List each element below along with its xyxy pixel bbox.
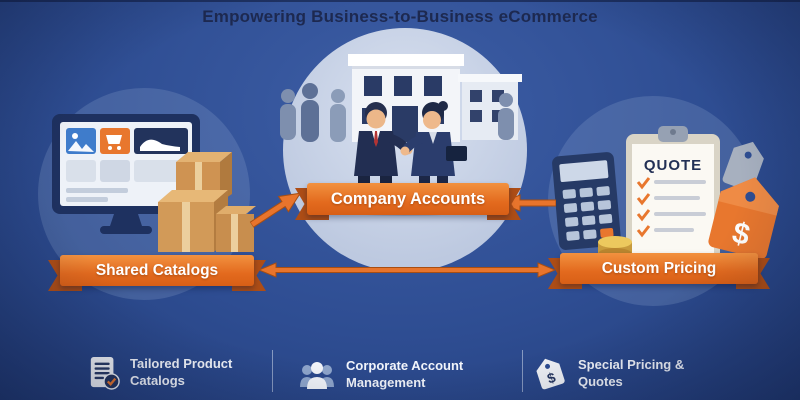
footer-divider [522,350,523,392]
banner-company-accounts: Company Accounts [295,183,521,220]
footer-label: Corporate Account Management [346,358,464,390]
footer-item-account-management: Corporate Account Management [298,358,470,392]
arrow-left-to-center [249,192,302,229]
building-icon [348,54,464,142]
price-tag-icon: $ [708,177,779,260]
checkmarks [636,177,651,238]
handshake-scene-illustration [280,54,522,216]
banner-custom-pricing: Custom Pricing [548,253,770,289]
page-title: Empowering Business-to-Business eCommerc… [202,7,598,26]
pricing-group-illustration: QUOTE $ [552,126,779,260]
quote-lines [654,180,706,232]
arrow-double-shared-custom [259,262,555,278]
monitor-icon [52,114,200,234]
footer-item-special-pricing: $ Special Pricing & Quotes [532,356,702,392]
document-checklist-icon [90,357,120,390]
footer-label: Tailored Product Catalogs [130,356,233,388]
price-tag-icon: $ [536,358,565,390]
banner-label: Shared Catalogs [60,255,254,286]
top-edge-line [0,0,800,2]
footer-legend: Tailored Product Catalogs Corporate Acco… [0,342,800,400]
footer-label: Special Pricing & Quotes [578,357,685,389]
footer-divider [272,350,273,392]
businesswoman-figure [400,101,467,202]
shipping-boxes-icon [158,152,256,252]
calculator-icon [552,152,621,250]
banner-label: Custom Pricing [560,253,758,284]
banner-label: Company Accounts [307,183,509,215]
folder-icon [446,146,467,161]
catalog-group-illustration [52,114,256,252]
shoe-icon [140,139,180,151]
people-group-icon [300,362,334,389]
crowd-silhouettes [280,83,514,142]
clipboard-icon: QUOTE [626,126,720,260]
banner-shared-catalogs: Shared Catalogs [48,255,266,291]
quote-label: QUOTE [644,157,702,174]
footer-item-tailored-catalogs: Tailored Product Catalogs [88,354,254,392]
